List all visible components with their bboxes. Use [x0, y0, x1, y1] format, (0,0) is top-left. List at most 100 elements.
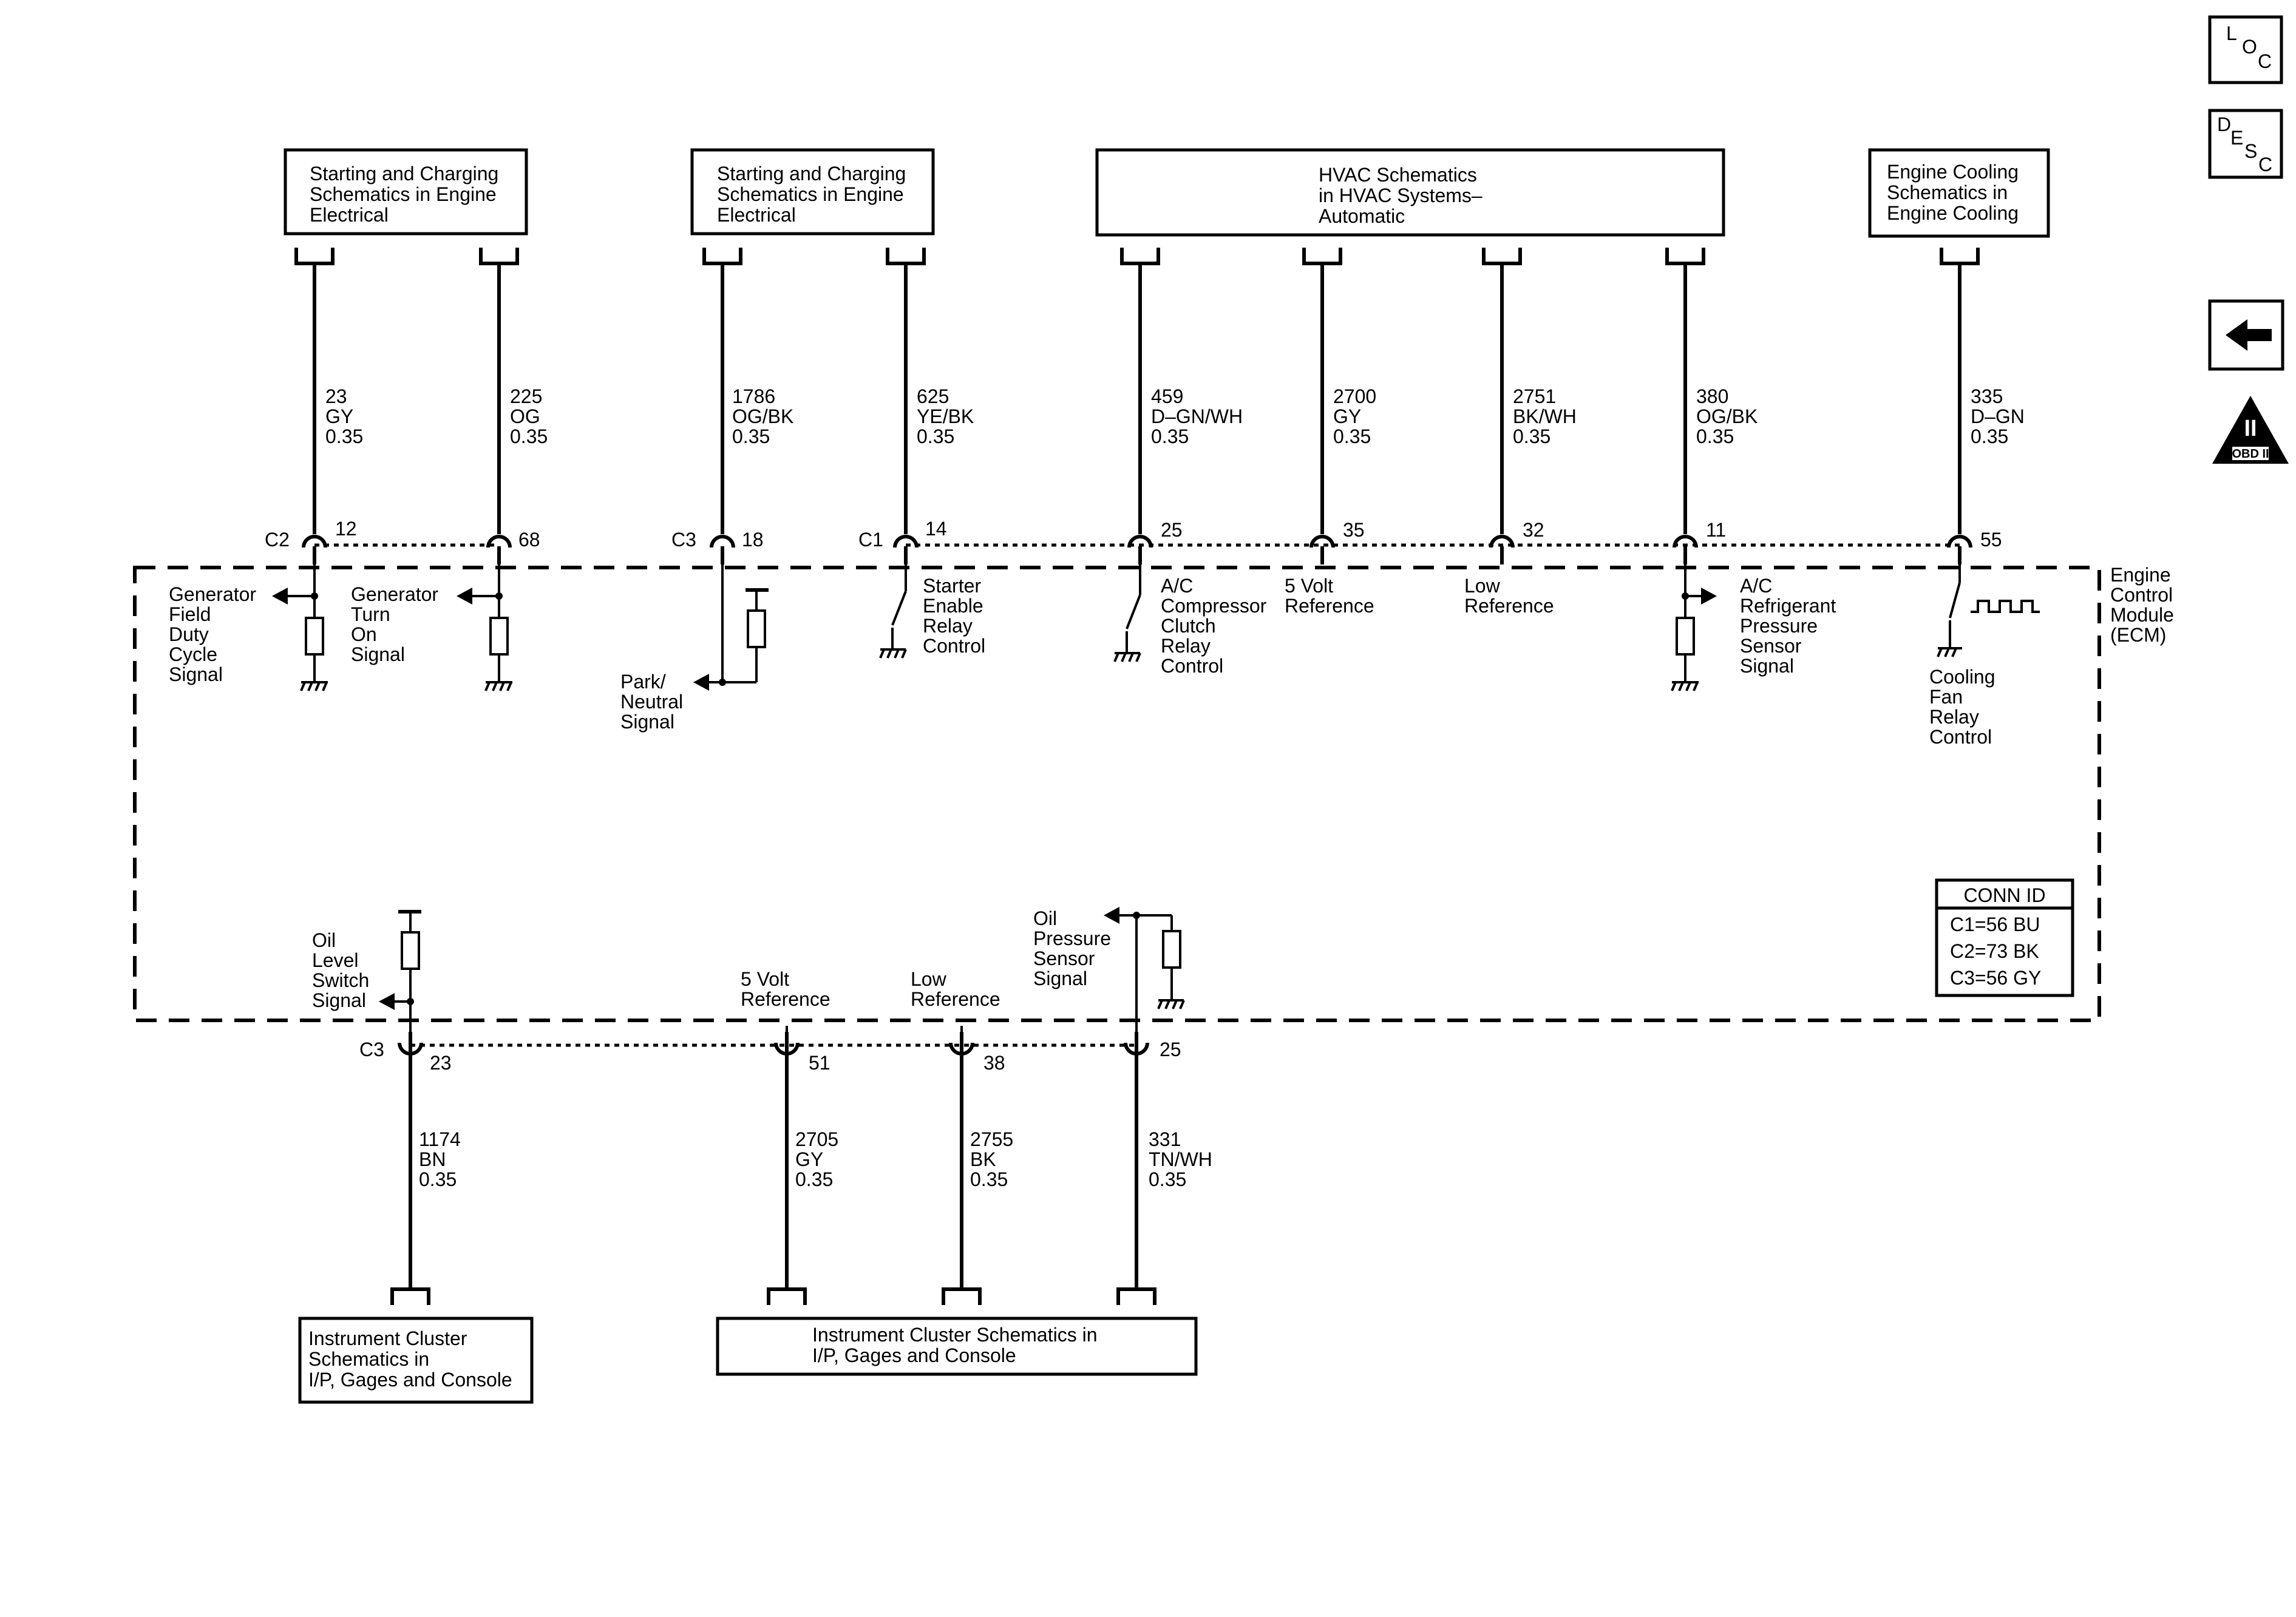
pin-number: 25: [1161, 519, 1183, 541]
signal-label-line: Refrigerant: [1740, 595, 1836, 617]
box-line: Automatic: [1319, 205, 1405, 227]
ecm-label-line: (ECM): [2110, 624, 2166, 646]
box-line: I/P, Gages and Console: [812, 1344, 1016, 1366]
signal-label-line: Low: [911, 968, 947, 990]
box-line: Electrical: [717, 204, 796, 226]
circuit-number: 23: [325, 385, 347, 407]
wire-label: 2700 GY 0.35: [1333, 385, 1376, 447]
signal-label-line: A/C: [1161, 575, 1193, 597]
desc-button[interactable]: D E S C: [2208, 109, 2283, 179]
ecm-label-line: Control: [2110, 584, 2173, 606]
signal-label-line: Control: [1929, 726, 1992, 748]
pin-number: 12: [335, 518, 357, 540]
conn-id-table: CONN ID C1=56 BU C2=73 BK C3=56 GY: [1935, 878, 2074, 997]
wire-gauge: 0.35: [795, 1168, 833, 1190]
wire-gauge: 0.35: [917, 425, 954, 447]
ac-pressure-label: A/C Refrigerant Pressure Sensor Signal: [1740, 575, 1836, 677]
pin-number: 11: [1706, 519, 1726, 541]
low-reference-label: Low Reference: [1464, 575, 1554, 617]
wire-color: D–GN/WH: [1151, 405, 1243, 427]
signal-label-line: 5 Volt: [1285, 575, 1333, 597]
wire-color: OG/BK: [732, 405, 793, 427]
bottom-pin-numbers: 23 51 38 25: [430, 1039, 1181, 1074]
signal-label-line: Cycle: [169, 643, 217, 665]
back-button[interactable]: [2208, 299, 2284, 371]
oil-level-circuit: [379, 910, 421, 1038]
cooling-fan-label: Cooling Fan Relay Control: [1929, 666, 1995, 748]
signal-label-line: Fan: [1929, 686, 1963, 708]
ecm-label-line: Module: [2110, 604, 2174, 626]
circuit-number: 625: [917, 385, 949, 407]
signal-label-line: Oil: [1033, 907, 1057, 929]
box-line: Electrical: [310, 204, 389, 226]
ecm-label-line: Engine: [2110, 564, 2171, 586]
cooling-fan-circuit: [1937, 564, 2040, 657]
loc-letter-o: O: [2242, 36, 2257, 58]
pin-number: 35: [1343, 519, 1365, 541]
wire-label: 23 GY 0.35: [325, 385, 363, 447]
generator-turn-on-circuit: [457, 564, 512, 691]
box-engine-cooling[interactable]: Engine Cooling Schematics in Engine Cool…: [1868, 148, 2050, 238]
circuit-number: 459: [1151, 385, 1183, 407]
circuit-number: 380: [1696, 385, 1728, 407]
obd-ii-button[interactable]: II OBD II: [2212, 396, 2289, 464]
ac-clutch-label: A/C Compressor Clutch Relay Control: [1161, 575, 1267, 677]
connector-label-c3-bottom: C3: [359, 1039, 384, 1060]
signal-label-line: Compressor: [1161, 595, 1267, 617]
box-line: Instrument Cluster: [308, 1327, 467, 1349]
signal-label-line: On: [351, 623, 377, 645]
signal-label-line: Relay: [1161, 635, 1211, 657]
ecm-label: Engine Control Module (ECM): [2110, 564, 2174, 646]
arrow-left-icon: [2226, 319, 2272, 351]
desc-letter-s: S: [2244, 140, 2257, 162]
signal-label-line: Relay: [923, 615, 973, 637]
signal-label-line: Relay: [1929, 706, 1979, 728]
starter-enable-label: Starter Enable Relay Control: [923, 575, 985, 657]
circuit-number: 225: [510, 385, 542, 407]
wire-gauge: 0.35: [1971, 425, 2008, 447]
five-volt-reference-label: 5 Volt Reference: [1285, 575, 1374, 617]
box-instrument-cluster-1[interactable]: Instrument Cluster Schematics in I/P, Ga…: [298, 1317, 534, 1404]
signal-label-line: Control: [1161, 655, 1223, 677]
pin-number: 18: [742, 529, 764, 551]
box-starting-charging-1[interactable]: Starting and Charging Schematics in Engi…: [284, 148, 528, 236]
wire-label: 380 OG/BK 0.35: [1696, 385, 1758, 447]
ground-icon: [484, 681, 512, 691]
signal-label-line: Level: [312, 949, 359, 971]
wire-gauge: 0.35: [419, 1168, 457, 1190]
signal-label-line: Sensor: [1740, 635, 1802, 657]
box-hvac[interactable]: HVAC Schematics in HVAC Systems– Automat…: [1095, 148, 1725, 237]
box-line: Engine Cooling: [1887, 161, 2019, 183]
box-starting-charging-2[interactable]: Starting and Charging Schematics in Engi…: [690, 148, 935, 236]
ground-icon: [1113, 652, 1141, 662]
generator-field-circuit: [272, 564, 328, 691]
ground-icon: [300, 681, 328, 691]
signal-label-line: Signal: [351, 643, 405, 665]
box-instrument-cluster-2[interactable]: Instrument Cluster Schematics in I/P, Ga…: [716, 1317, 1198, 1376]
wire-gauge: 0.35: [970, 1168, 1008, 1190]
signal-label-line: Turn: [351, 603, 390, 625]
wire-color: BN: [419, 1148, 446, 1170]
pin-number: 14: [925, 518, 947, 540]
conn-id-row: C3=56 GY: [1950, 967, 2041, 989]
signal-label-line: Pressure: [1033, 927, 1111, 949]
circuit-number: 2705: [795, 1128, 838, 1150]
signal-label-line: Park/: [620, 671, 666, 693]
desc-letter-d: D: [2217, 114, 2231, 135]
wire-gauge: 0.35: [1149, 1168, 1186, 1190]
box-line: HVAC Schematics: [1319, 164, 1477, 186]
wire-color: GY: [795, 1148, 823, 1170]
signal-label-line: Signal: [1033, 968, 1087, 989]
loc-button[interactable]: L O C: [2208, 15, 2283, 84]
conn-id-title: CONN ID: [1963, 884, 2045, 906]
conn-id-row: C1=56 BU: [1950, 914, 2040, 935]
ground-icon: [1157, 999, 1185, 1009]
circuit-number: 1786: [732, 385, 775, 407]
wire-color: D–GN: [1971, 405, 2025, 427]
generator-turn-on-label: Generator Turn On Signal: [351, 583, 438, 665]
signal-label-line: Signal: [312, 989, 366, 1011]
wire-color: BK: [970, 1148, 996, 1170]
circuit-number: 1174: [419, 1128, 461, 1150]
wire-label: 625 YE/BK 0.35: [917, 385, 974, 447]
